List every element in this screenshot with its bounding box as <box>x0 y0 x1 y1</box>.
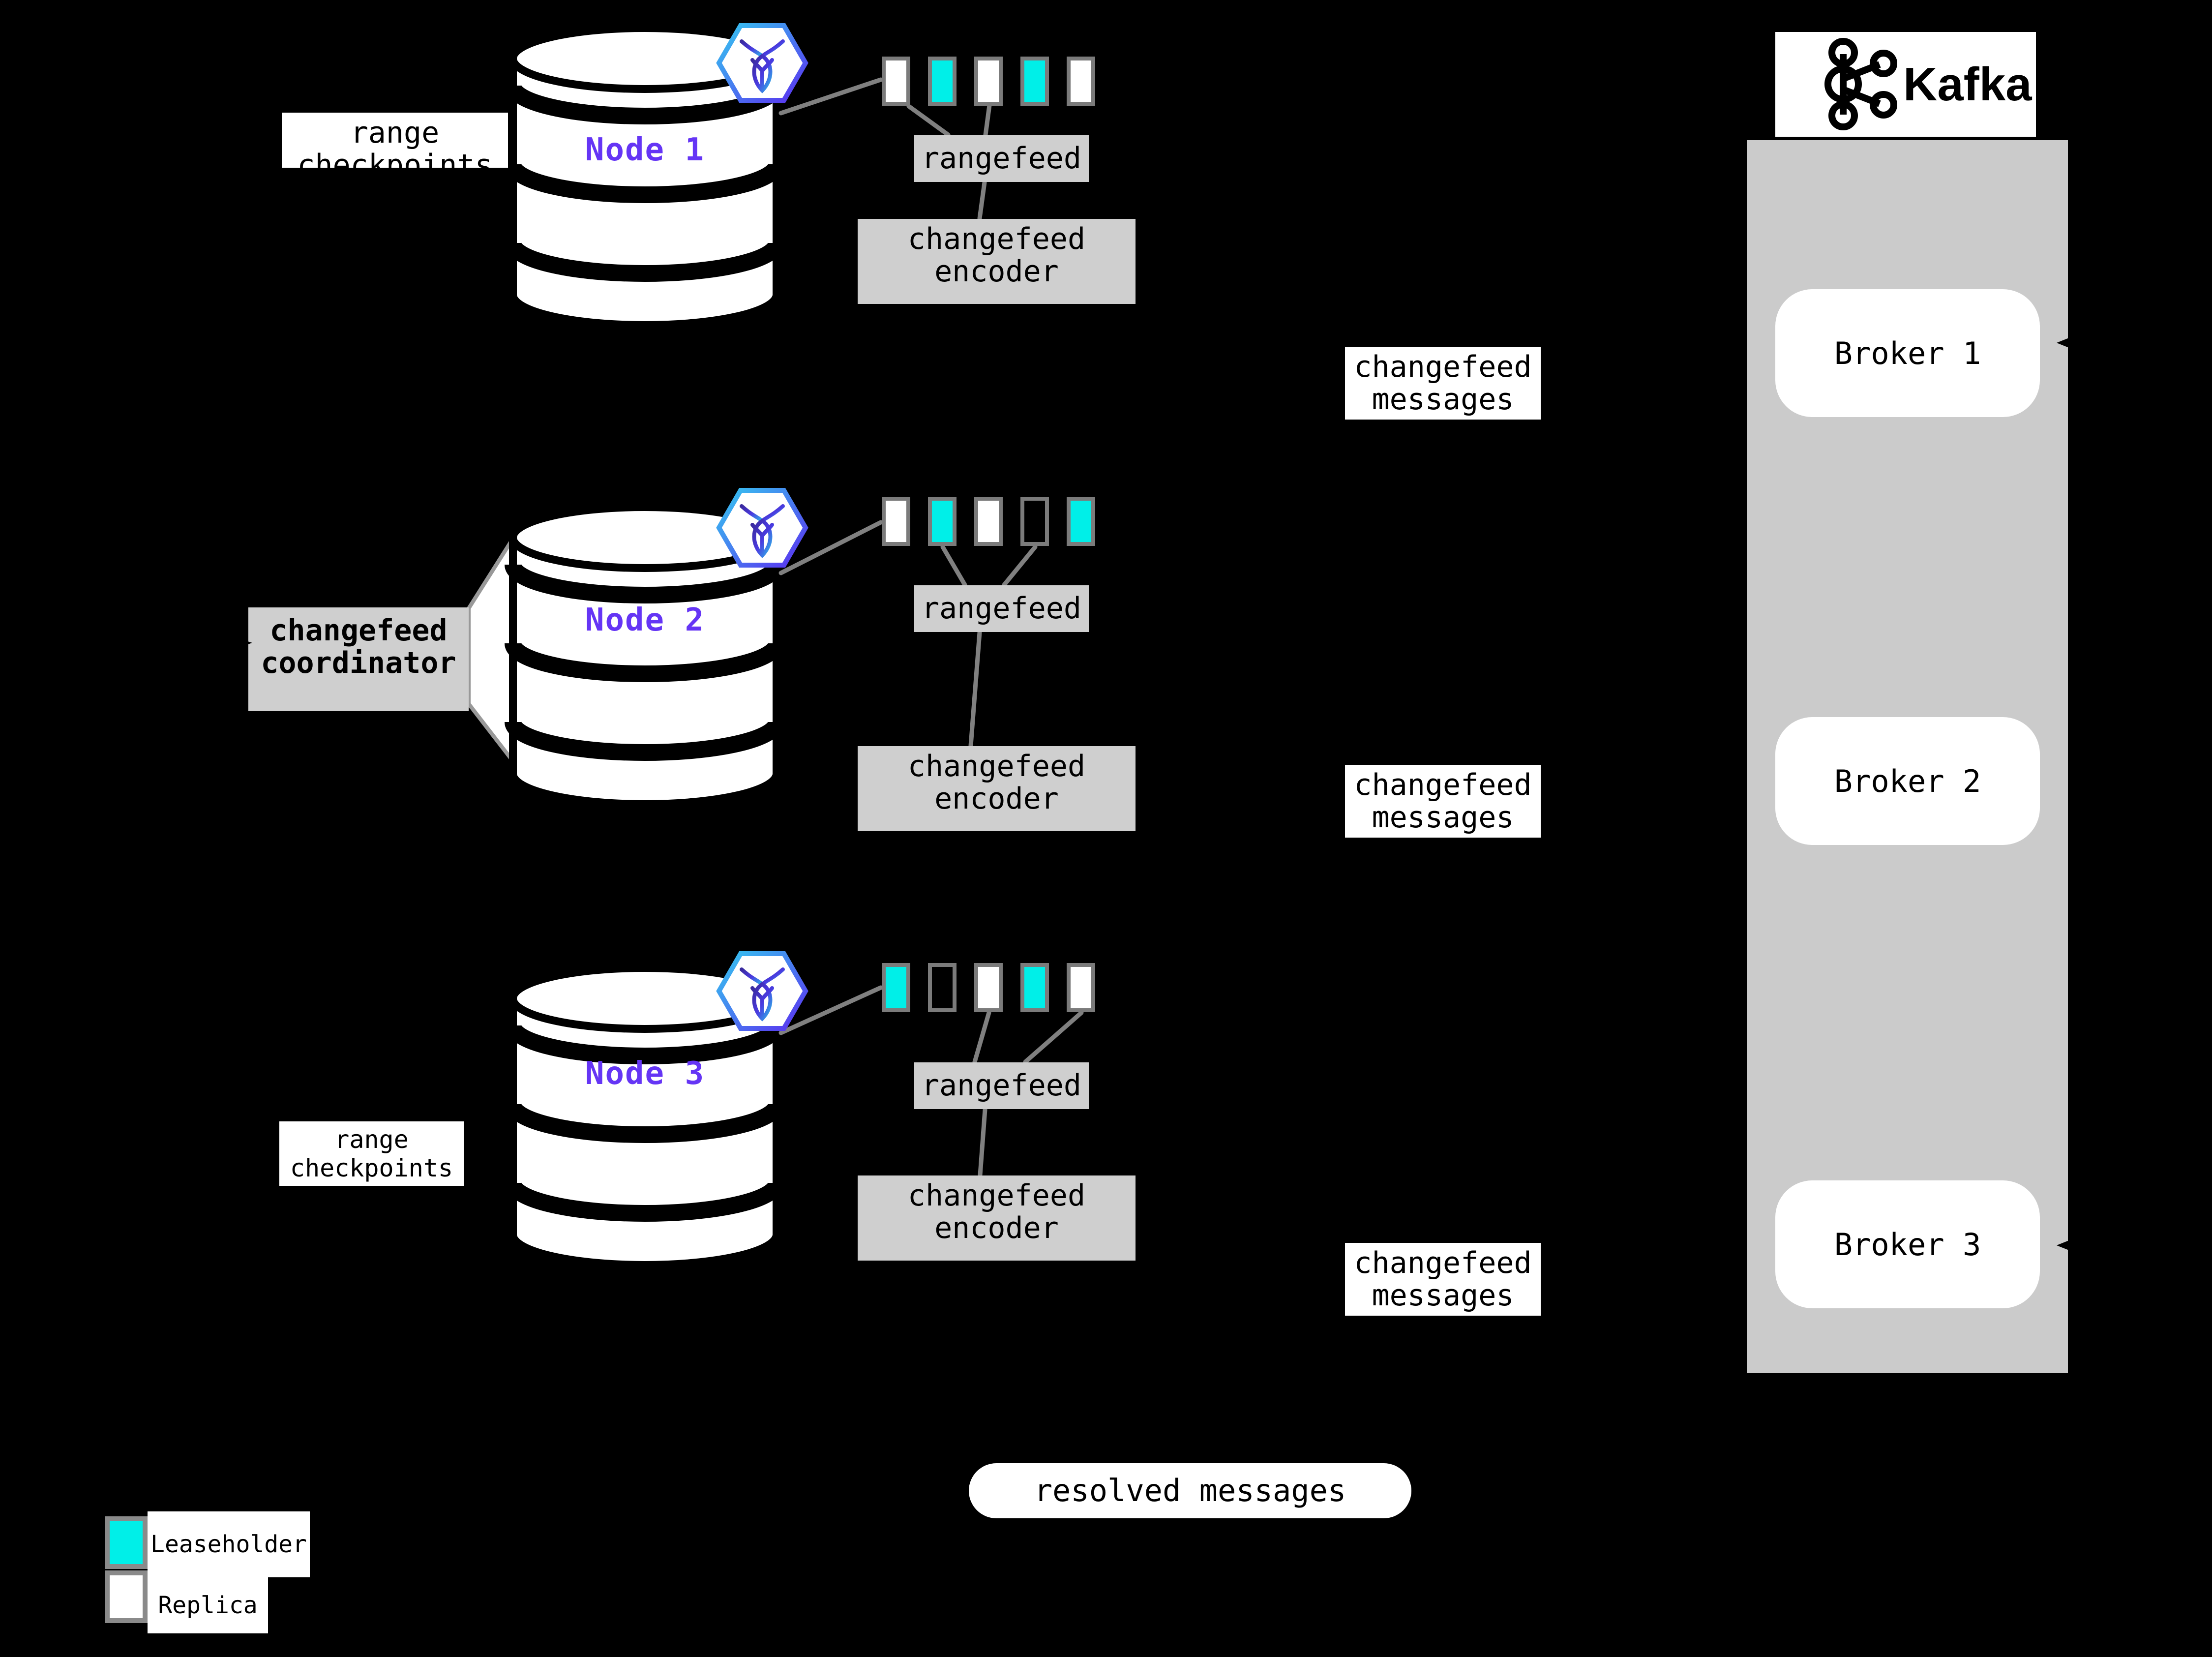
range-square <box>974 497 1003 546</box>
kafka-brand-text: Kafka <box>1903 58 2032 111</box>
node1-database-cylinder <box>505 24 785 329</box>
broker-1: Broker 1 <box>1775 289 2040 417</box>
legend-leaseholder-label: Leaseholder <box>150 1531 307 1558</box>
node3-label: Node 3 <box>585 1055 705 1092</box>
range-checkpoints-label-node3: range checkpoints <box>279 1121 464 1186</box>
range-checkpoints-line1: range <box>334 1125 409 1154</box>
node2-rangefeed-box: rangefeed <box>914 585 1089 632</box>
node3-changefeed-encoder-box: changefeed encoder <box>858 1175 1136 1261</box>
range-checkpoints-line2: checkpoints <box>297 148 493 168</box>
range-square <box>928 963 957 1012</box>
connector-lines <box>778 77 1084 1177</box>
changefeed-coordinator-label: changefeed coordinator <box>248 607 469 711</box>
node2-changefeed-encoder-box: changefeed encoder <box>858 746 1136 831</box>
node3-cockroachdb-icon <box>716 951 808 1031</box>
range-checkpoints-label-node1: range checkpoints <box>282 113 508 168</box>
range-square <box>974 963 1003 1012</box>
broker-2: Broker 2 <box>1775 717 2040 845</box>
kafka-logo-box: Kafka <box>1775 32 2036 137</box>
node1-changefeed-encoder-box: changefeed encoder <box>858 219 1136 304</box>
range-square <box>882 57 910 106</box>
range-square <box>974 57 1003 106</box>
changefeed-messages-label-1: changefeed messages <box>1345 347 1541 420</box>
messages-line1: changefeed <box>1354 350 1532 384</box>
range-checkpoints-line2: checkpoints <box>290 1154 453 1182</box>
legend-leaseholder-swatch <box>105 1516 148 1569</box>
range-square <box>1067 963 1095 1012</box>
changefeed-messages-label-2: changefeed messages <box>1345 765 1541 838</box>
range-square <box>1020 963 1049 1012</box>
range-square <box>1020 57 1049 106</box>
messages-line2: messages <box>1372 800 1514 835</box>
node3-range-squares <box>882 963 1095 1012</box>
encoder-line1: changefeed <box>907 1178 1086 1213</box>
legend-leaseholder-label-box: Leaseholder <box>148 1511 310 1577</box>
node2-label: Node 2 <box>585 602 705 638</box>
encoder-line2: encoder <box>934 782 1059 816</box>
coordinator-line2: coordinator <box>261 646 456 680</box>
node2-cockroachdb-icon <box>716 488 808 568</box>
range-square <box>1067 57 1095 106</box>
range-square <box>928 57 957 106</box>
node1-label: Node 1 <box>585 132 705 168</box>
node3-rangefeed-box: rangefeed <box>914 1062 1089 1109</box>
encoder-line1: changefeed <box>907 749 1086 783</box>
messages-line2: messages <box>1372 1278 1514 1313</box>
node3-database-cylinder <box>505 964 785 1269</box>
broker-3: Broker 3 <box>1775 1180 2040 1308</box>
encoder-line1: changefeed <box>907 222 1086 256</box>
resolved-messages-label: resolved messages <box>969 1463 1411 1518</box>
range-square <box>882 963 910 1012</box>
coordinator-line1: changefeed <box>269 613 448 648</box>
node2-range-squares <box>882 497 1095 546</box>
encoder-line2: encoder <box>934 1211 1059 1245</box>
changefeed-messages-label-3: changefeed messages <box>1345 1243 1541 1316</box>
node1-cockroachdb-icon <box>716 23 808 103</box>
node2-database-cylinder <box>505 503 785 808</box>
legend-replica-label-box: Replica <box>148 1577 268 1633</box>
kafka-icon <box>1824 38 1897 130</box>
encoder-line2: encoder <box>934 254 1059 289</box>
range-checkpoints-line1: range <box>350 116 440 150</box>
node1-rangefeed-box: rangefeed <box>914 135 1089 182</box>
range-square <box>882 497 910 546</box>
legend-replica-swatch <box>105 1570 148 1623</box>
range-square <box>1067 497 1095 546</box>
range-square <box>1020 497 1049 546</box>
messages-line1: changefeed <box>1354 768 1532 802</box>
range-square <box>928 497 957 546</box>
legend-replica-label: Replica <box>158 1592 258 1619</box>
messages-line1: changefeed <box>1354 1246 1532 1280</box>
node1-range-squares <box>882 57 1095 106</box>
messages-line2: messages <box>1372 382 1514 417</box>
